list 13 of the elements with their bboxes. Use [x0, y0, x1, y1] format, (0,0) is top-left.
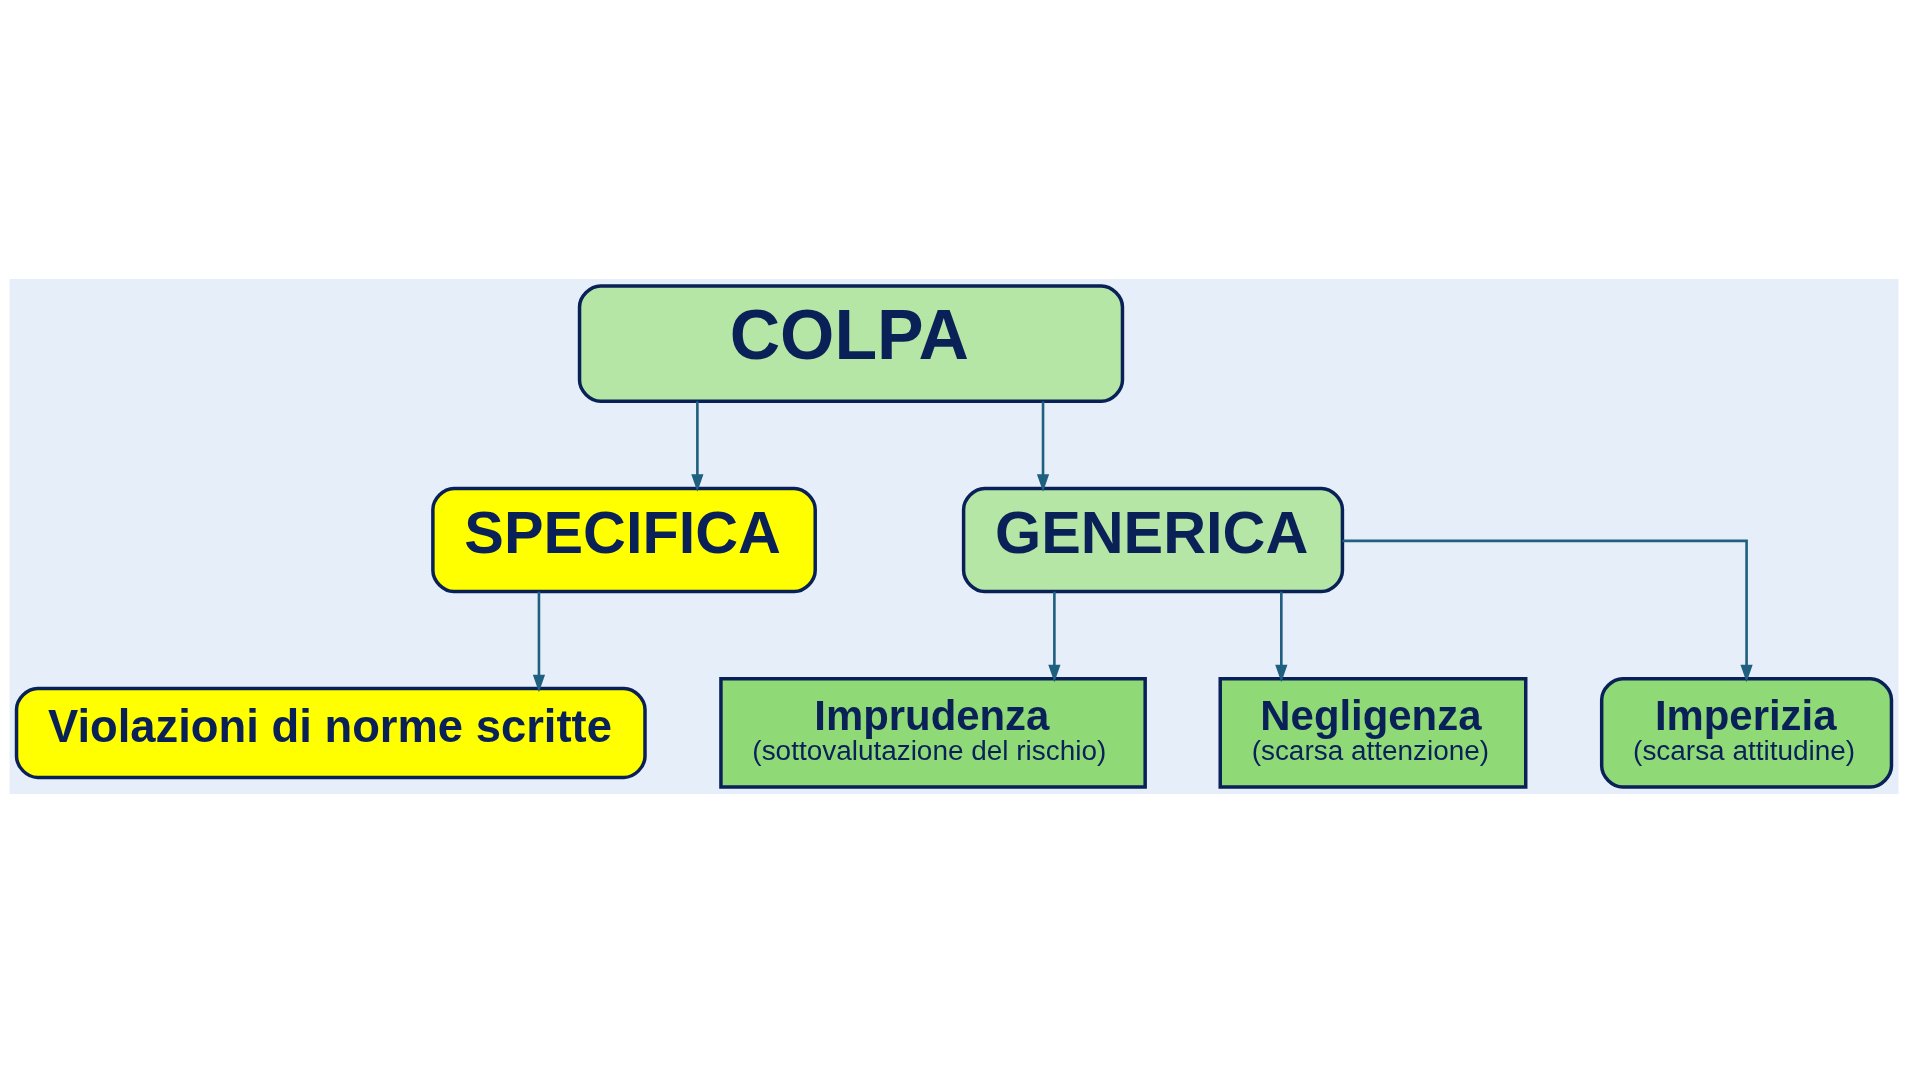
arrow: [1275, 591, 1288, 683]
node-box: Violazioni di norme scritte: [14, 686, 647, 780]
node-box: SPECIFICA: [431, 486, 817, 594]
arrow: [532, 591, 546, 693]
arrow: [1342, 539, 1753, 683]
arrow: [1036, 401, 1050, 492]
node-box: GENERICA: [961, 486, 1345, 594]
arrow: [691, 401, 704, 492]
node-box: Imprudenza (sottovalutazione del rischio): [719, 677, 1147, 789]
arrow: [1048, 591, 1061, 683]
node-box: Imperizia (scarsa attitudine): [1599, 677, 1894, 789]
node-box: Negligenza (scarsa attenzione): [1218, 677, 1528, 789]
node-box: COLPA: [577, 284, 1125, 403]
